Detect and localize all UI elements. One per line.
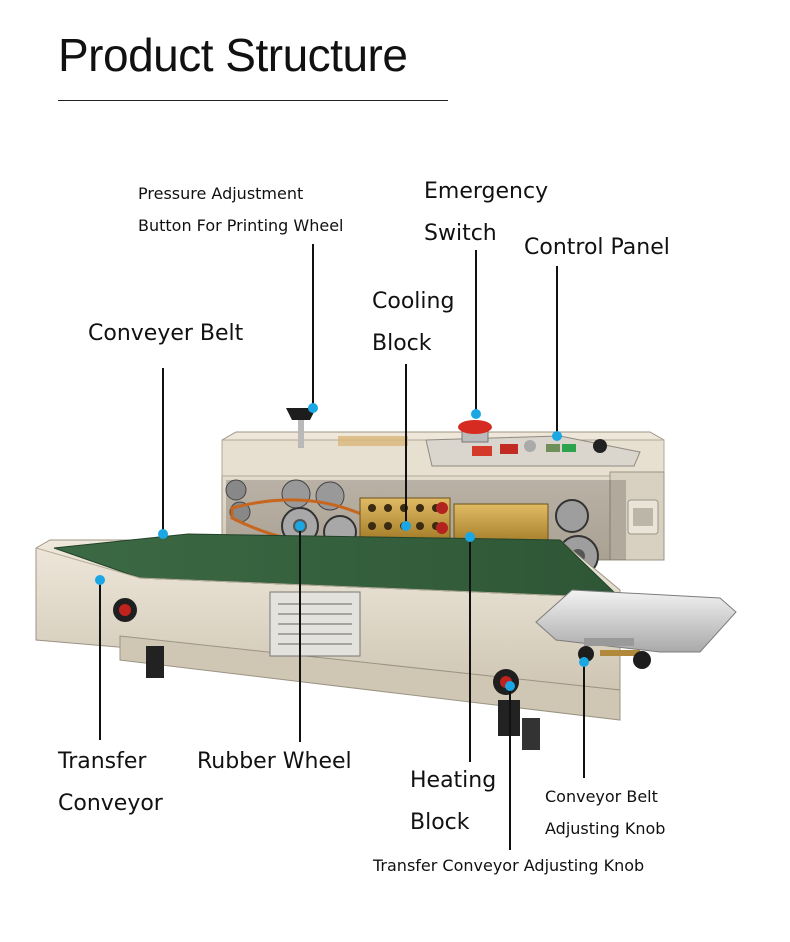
label-conveyer-belt: Conveyer Belt bbox=[88, 321, 244, 346]
label-conveyor-belt-knob: Conveyor Belt Adjusting Knob bbox=[545, 787, 666, 838]
callout-dots bbox=[95, 403, 589, 691]
conveyor-base-drawing bbox=[35, 533, 622, 750]
label-pressure-adjustment: Pressure Adjustment Button For Printing … bbox=[138, 184, 344, 235]
emergency-switch-drawing bbox=[458, 420, 492, 443]
output-tray-drawing bbox=[535, 589, 737, 669]
pressure-knob-drawing bbox=[286, 408, 316, 448]
label-control-panel: Control Panel bbox=[524, 235, 670, 260]
label-emergency-switch: Emergency Switch bbox=[424, 179, 549, 246]
title-underline bbox=[58, 100, 448, 101]
label-cooling-block: Cooling Block bbox=[372, 289, 455, 356]
page-title: Product Structure bbox=[58, 29, 408, 81]
label-transfer-conveyor: Transfer Conveyor bbox=[58, 749, 163, 816]
label-heating-block: Heating Block bbox=[410, 768, 497, 835]
control-panel-drawing bbox=[425, 435, 641, 467]
label-transfer-conveyor-knob: Transfer Conveyor Adjusting Knob bbox=[373, 856, 645, 875]
leader-lines bbox=[99, 244, 585, 850]
label-rubber-wheel: Rubber Wheel bbox=[197, 749, 352, 774]
